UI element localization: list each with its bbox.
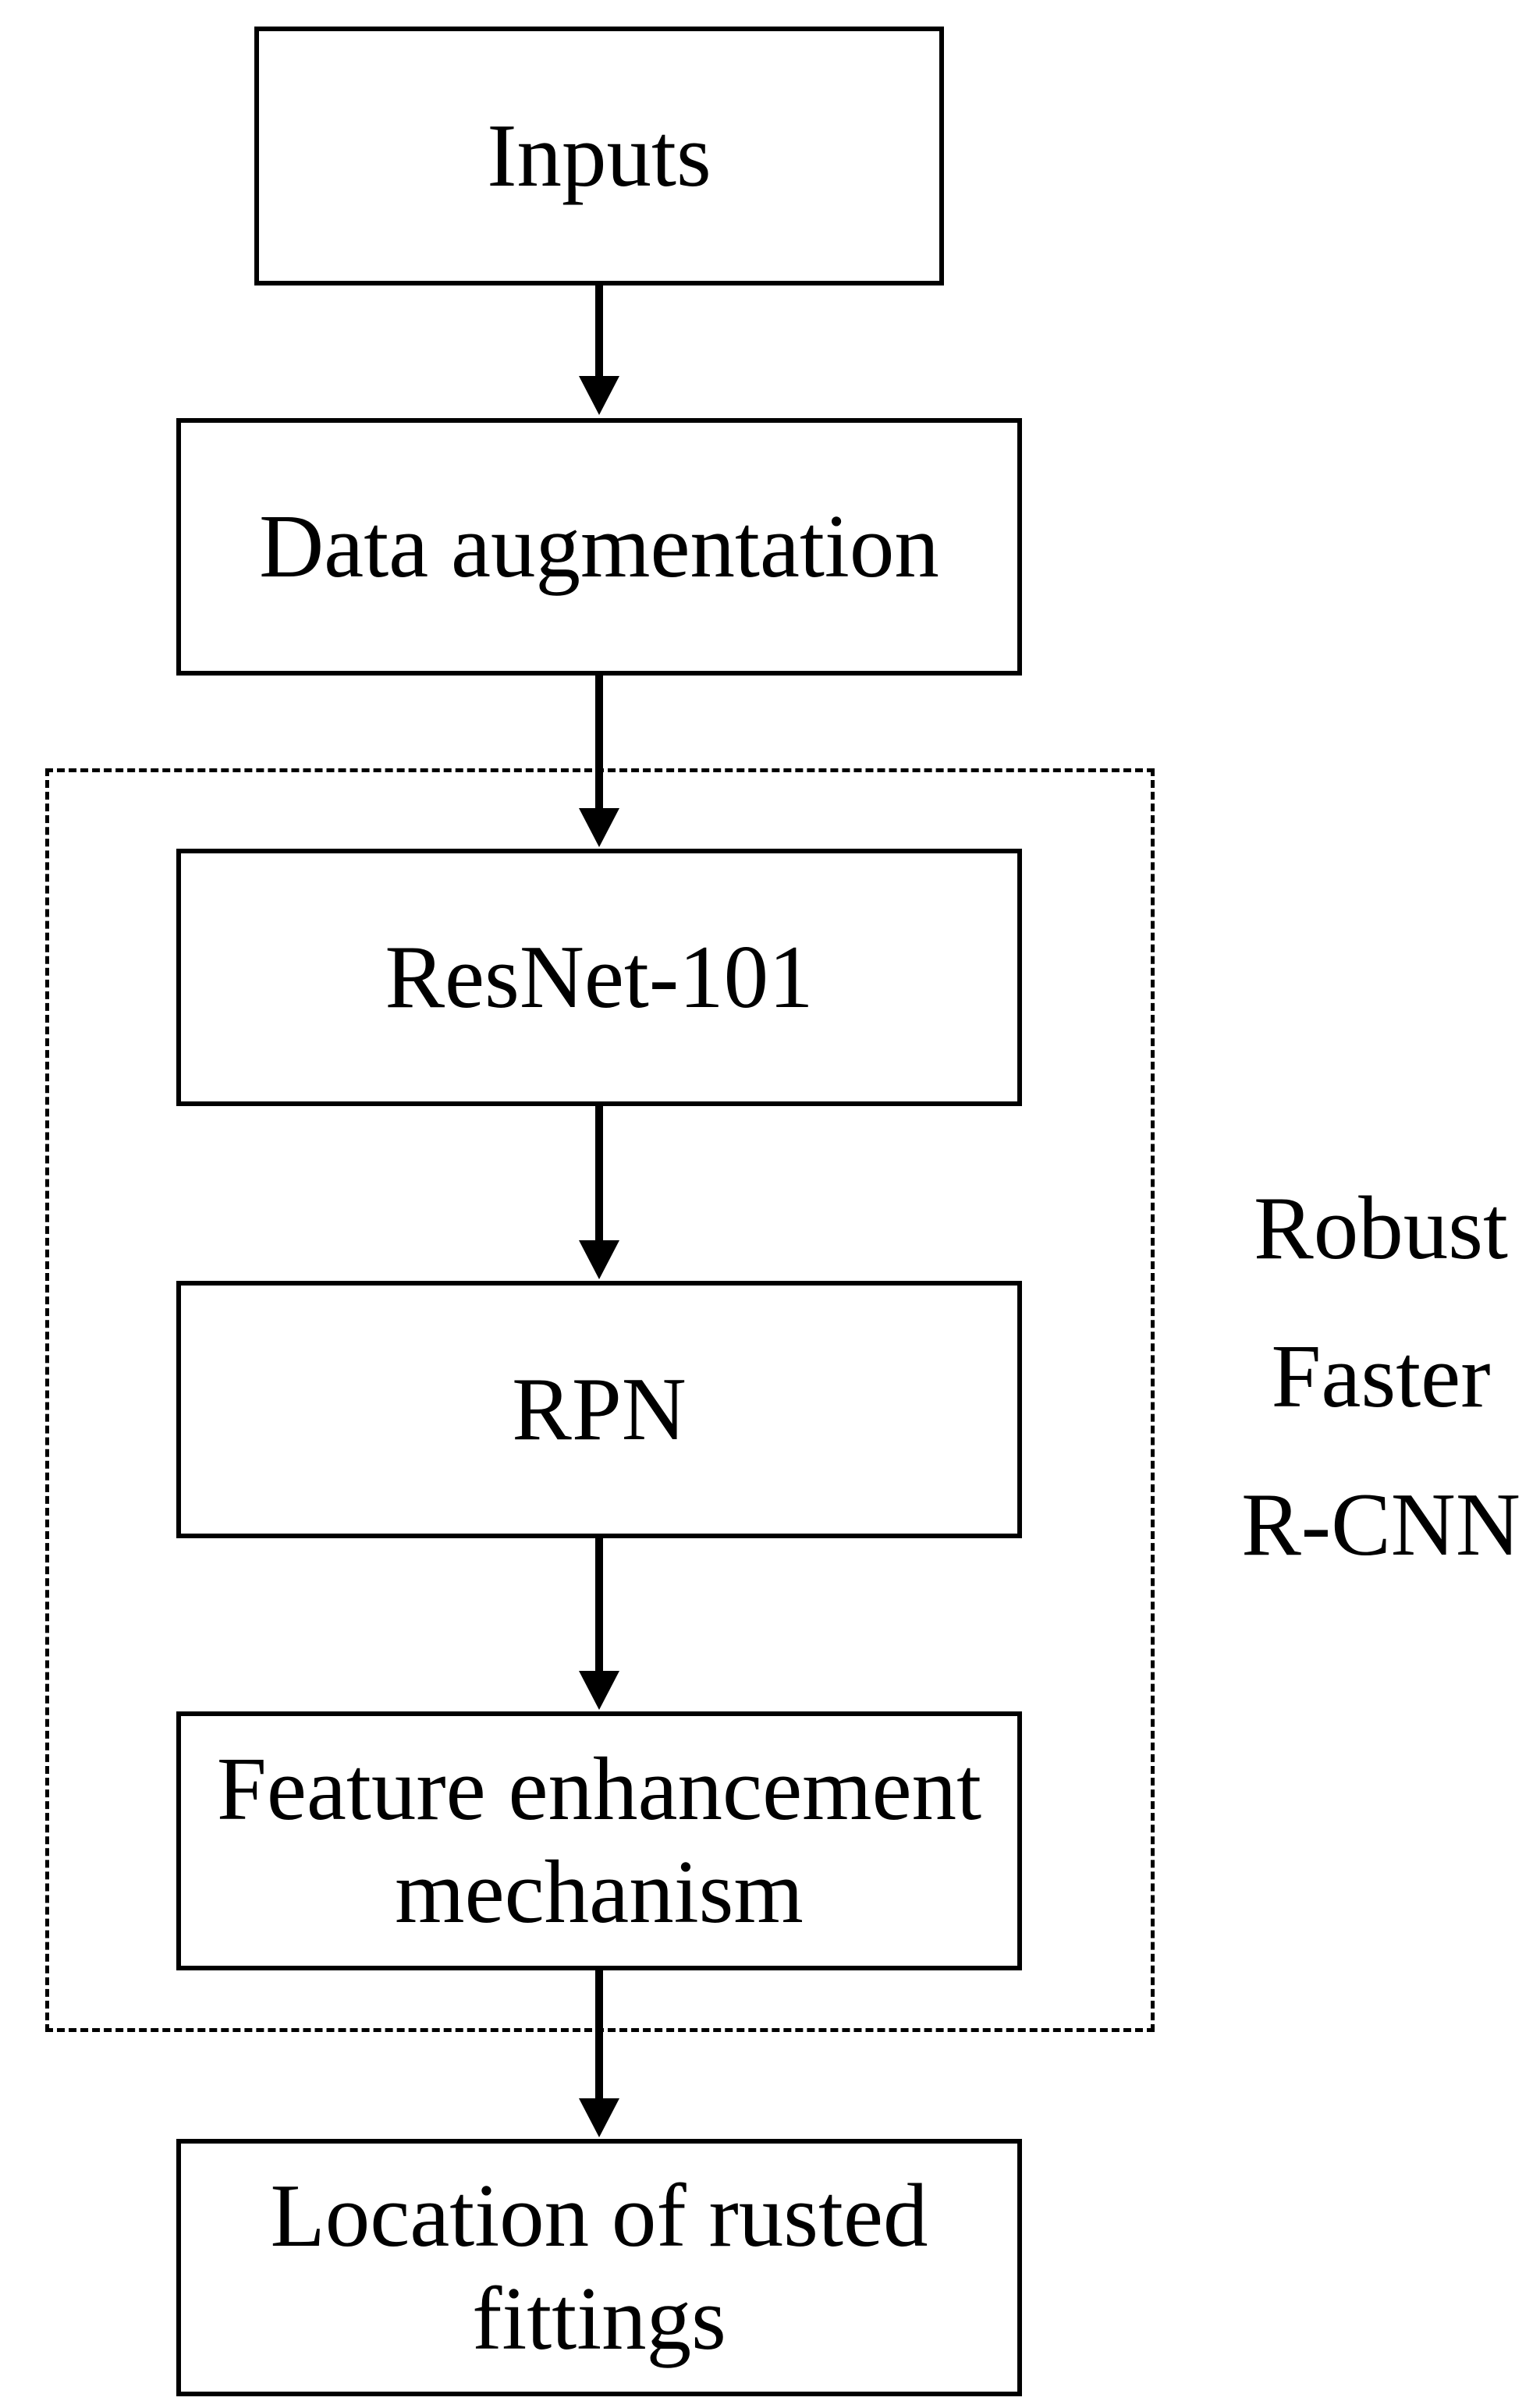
arrow-resnet-to-rpn [579, 1106, 619, 1279]
arrow-feature-to-location [579, 1970, 619, 2137]
group-label-line-3: R-CNN [1241, 1475, 1520, 1574]
arrow-rpn-to-feature [579, 1538, 619, 1710]
node-inputs-label: Inputs [487, 105, 711, 205]
node-feature-enhancement: Feature enhancement mechanism [176, 1711, 1022, 1970]
node-location-of-rusted-fittings: Location of rusted fittings [176, 2139, 1022, 2396]
node-feature-enhancement-label-line-1: Feature enhancement [216, 1739, 982, 1839]
node-rpn-label: RPN [512, 1359, 687, 1459]
node-inputs: Inputs [254, 27, 944, 285]
node-resnet-101: ResNet-101 [176, 849, 1022, 1106]
node-location-label-line-2: fittings [472, 2269, 726, 2368]
arrow-augmentation-to-resnet [579, 676, 619, 847]
node-rpn: RPN [176, 1281, 1022, 1538]
group-label-line-2: Faster [1271, 1327, 1491, 1426]
node-feature-enhancement-label-line-2: mechanism [395, 1842, 804, 1942]
node-resnet-101-label: ResNet-101 [385, 927, 814, 1027]
node-location-label-line-1: Location of rusted [270, 2165, 928, 2265]
node-data-augmentation-label: Data augmentation [259, 496, 939, 596]
group-label: Robust Faster R-CNN [1233, 1154, 1529, 1599]
arrow-inputs-to-augmentation [579, 285, 619, 415]
group-label-line-1: Robust [1254, 1179, 1508, 1278]
node-data-augmentation: Data augmentation [176, 418, 1022, 676]
